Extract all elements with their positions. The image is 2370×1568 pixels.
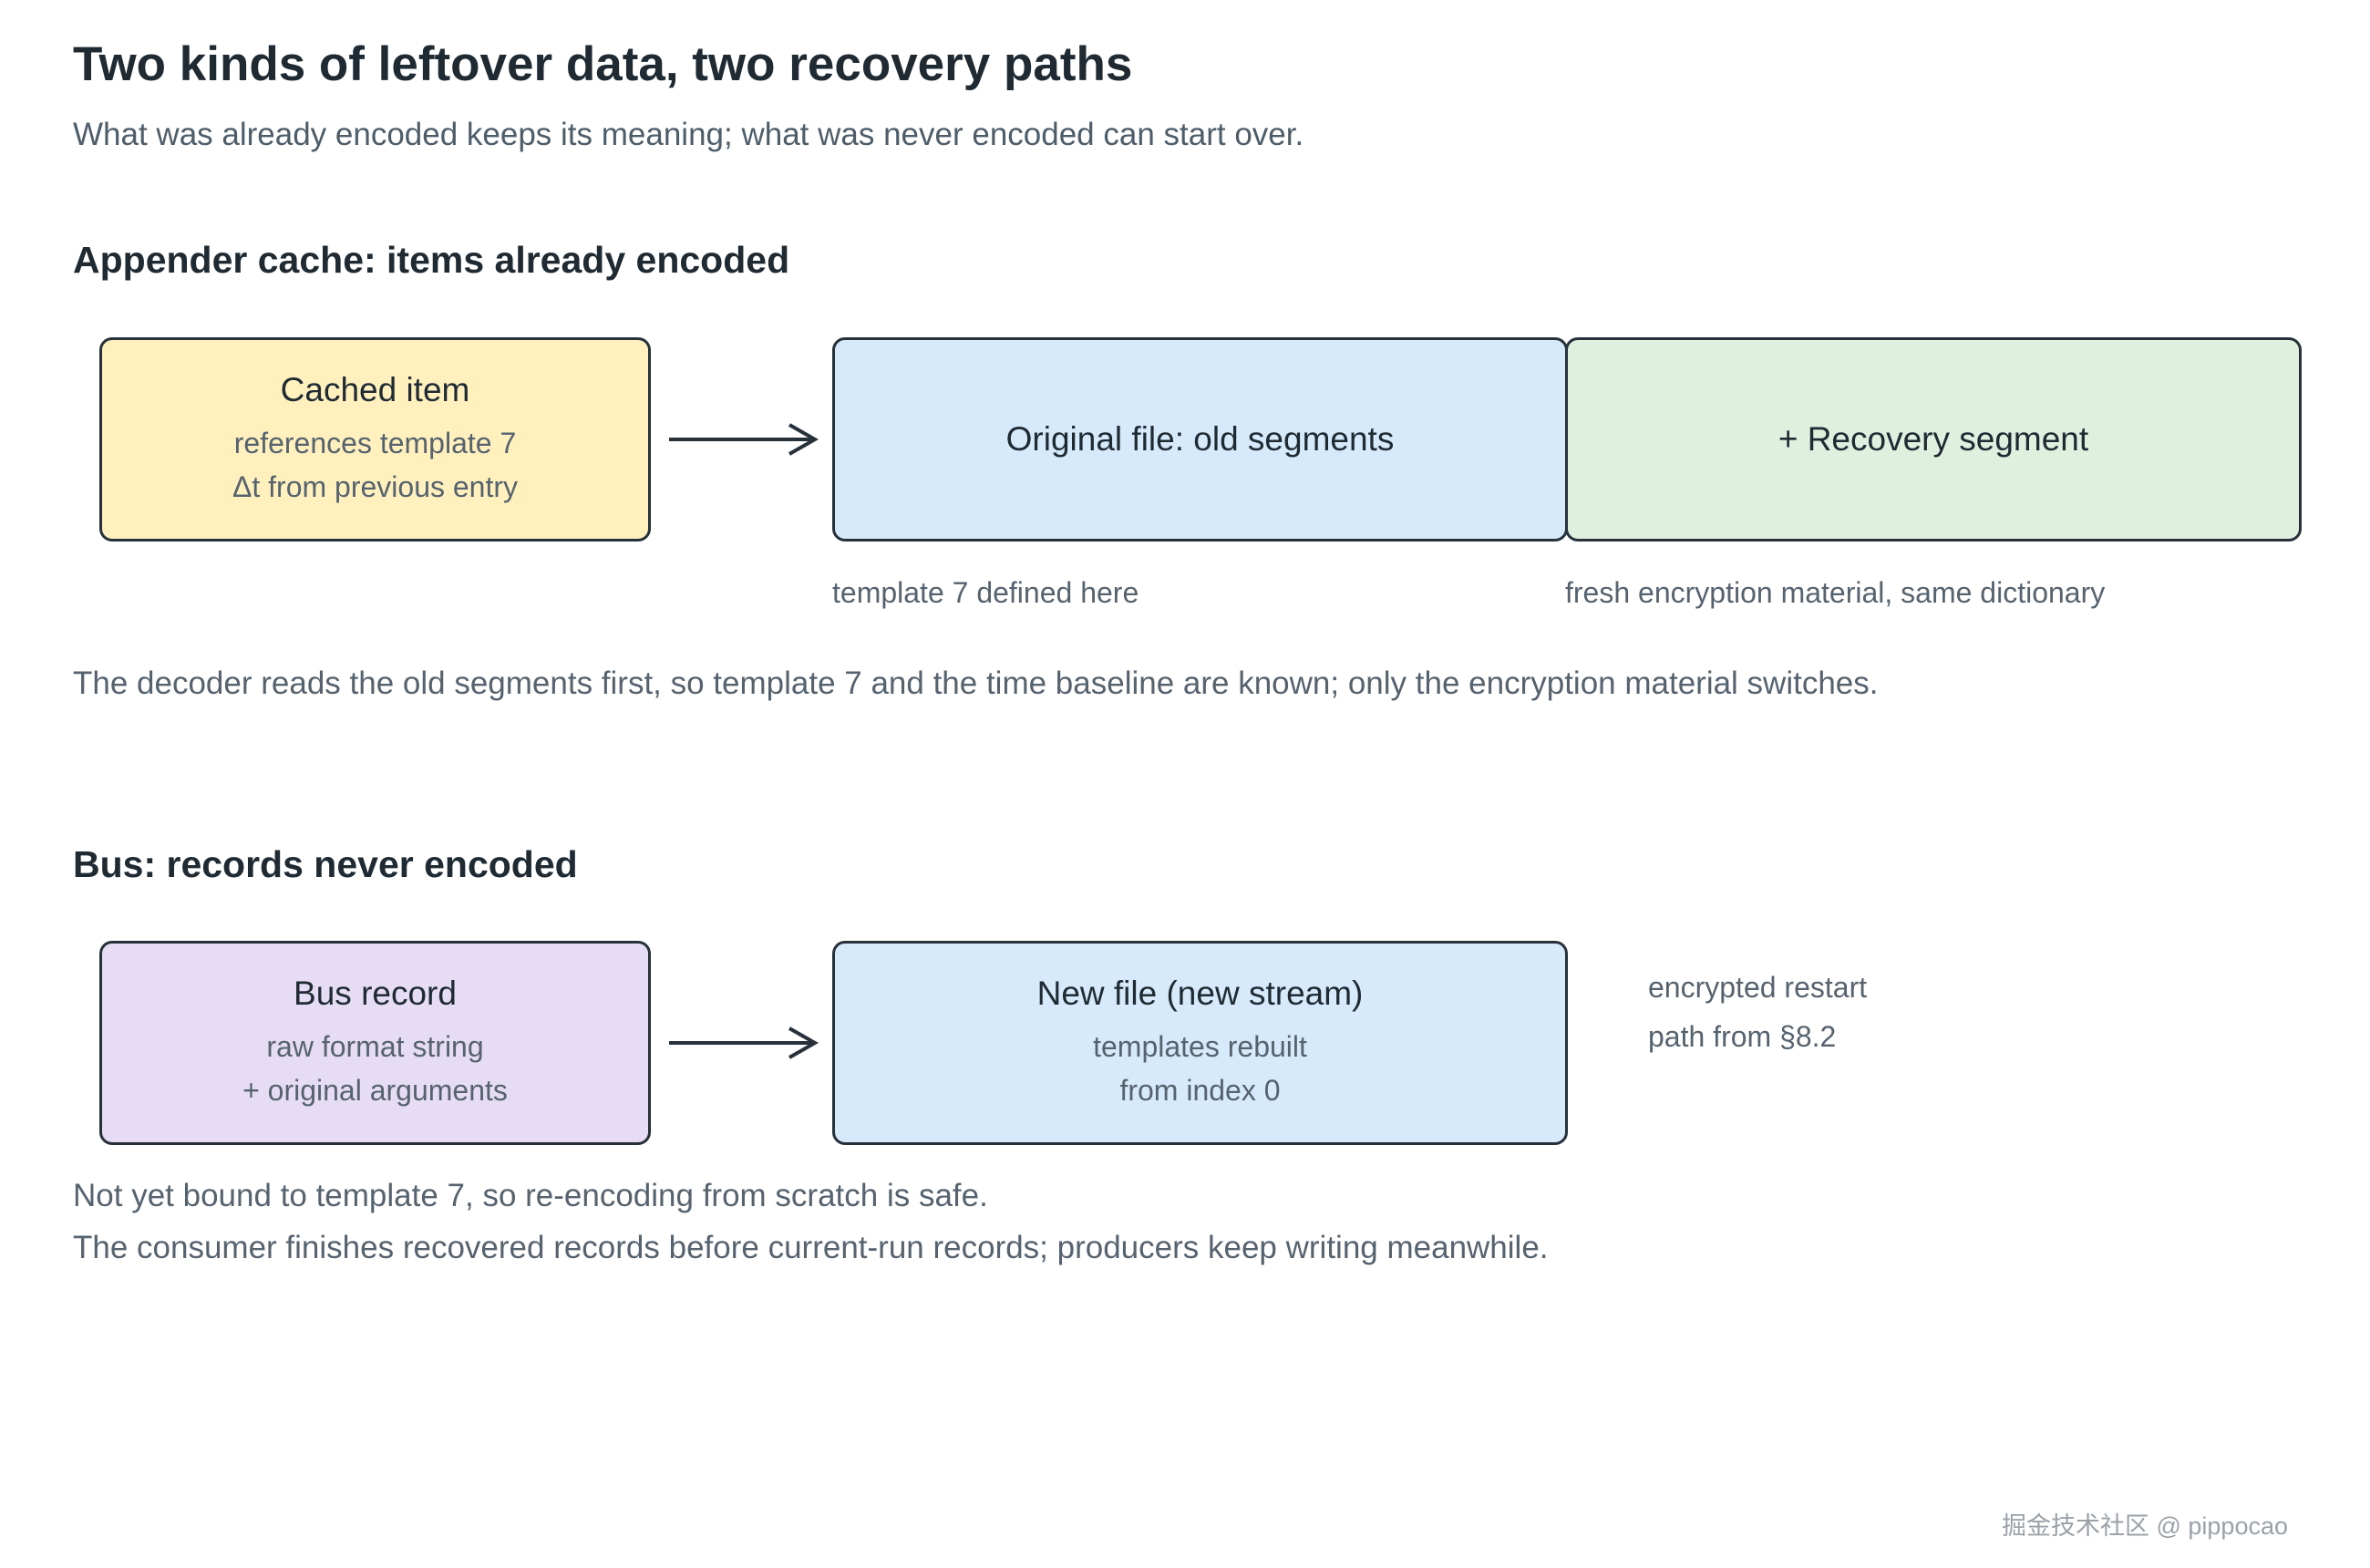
cached-item-line-2: Δt from previous entry: [232, 470, 519, 504]
bus-record-box: Bus record raw format string + original …: [99, 941, 651, 1145]
arrow-bus-to-new-file: [669, 1026, 819, 1059]
side-note-line-1: encrypted restart: [1648, 971, 1868, 1004]
original-file-title: Original file: old segments: [1005, 419, 1395, 458]
new-file-line-2: from index 0: [1119, 1074, 1281, 1108]
bus-record-line-2: + original arguments: [242, 1074, 508, 1108]
watermark: 掘金技术社区 @ pippocao: [2001, 1512, 2288, 1540]
arrow-cached-to-file: [669, 423, 819, 456]
new-file-box: New file (new stream) templates rebuilt …: [832, 941, 1568, 1145]
encrypted-restart-note: encrypted restart path from §8.2: [1648, 963, 1867, 1062]
original-file-caption: template 7 defined here: [832, 576, 1139, 609]
recovery-segment-title: + Recovery segment: [1778, 419, 2089, 458]
arrow-head: [788, 1026, 819, 1059]
recovery-segment-caption: fresh encryption material, same dictiona…: [1565, 576, 2106, 609]
side-note-line-2: path from §8.2: [1648, 1020, 1837, 1054]
bus-note-2: The consumer finishes recovered records …: [73, 1230, 1549, 1265]
bus-record-line-1: raw format string: [266, 1030, 484, 1064]
bus-note-1: Not yet bound to template 7, so re-encod…: [73, 1178, 988, 1213]
page-title: Two kinds of leftover data, two recovery…: [73, 37, 1133, 91]
cached-item-line-1: references template 7: [233, 427, 517, 460]
appender-note: The decoder reads the old segments first…: [73, 665, 1879, 701]
new-file-line-1: templates rebuilt: [1093, 1030, 1307, 1064]
recovery-segment-box: + Recovery segment: [1565, 337, 2302, 542]
new-file-title: New file (new stream): [1036, 974, 1364, 1012]
cached-item-box: Cached item references template 7 Δt fro…: [99, 337, 651, 542]
bus-section-title: Bus: records never encoded: [73, 843, 578, 885]
arrow-head: [788, 423, 819, 456]
bus-record-title: Bus record: [294, 974, 457, 1012]
page-subtitle: What was already encoded keeps its meani…: [73, 117, 1304, 152]
cached-item-title: Cached item: [280, 370, 470, 408]
original-file-box: Original file: old segments: [832, 337, 1568, 542]
appender-section-title: Appender cache: items already encoded: [73, 239, 790, 281]
